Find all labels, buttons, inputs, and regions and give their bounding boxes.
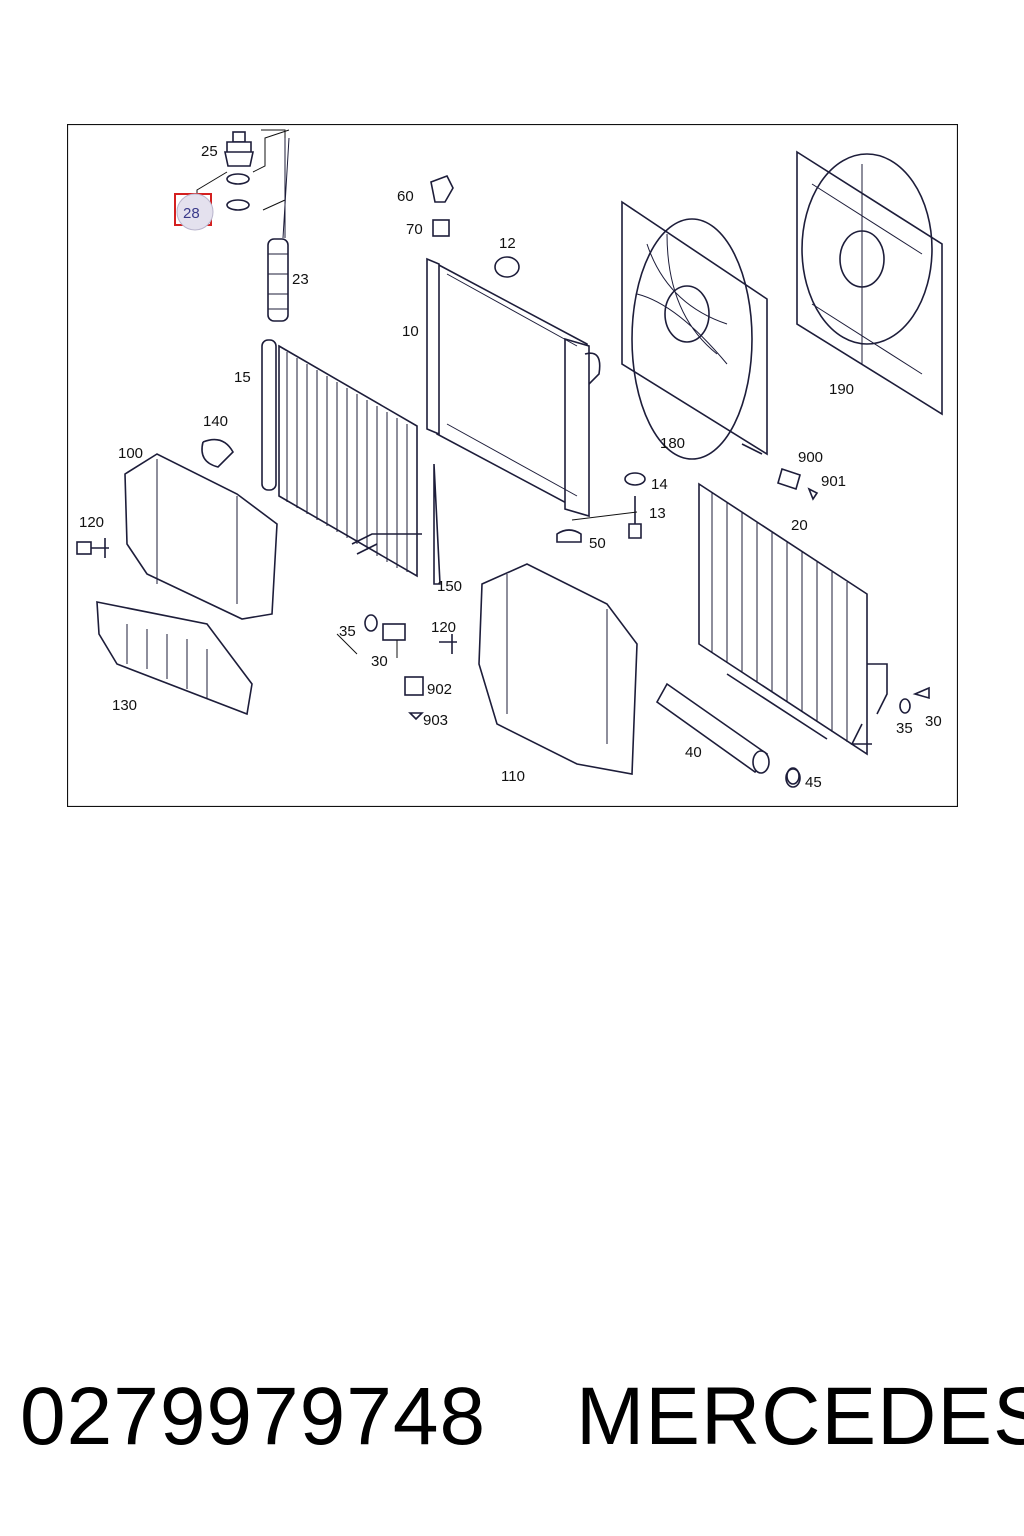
callout-40: 40 (685, 744, 702, 761)
condenser-15 (261, 339, 422, 578)
condenser-20 (698, 482, 888, 756)
callout-180: 180 (660, 435, 685, 452)
callout-12: 12 (499, 235, 516, 252)
callout-60: 60 (397, 188, 414, 205)
highlighted-callout-28[interactable]: 28 (174, 193, 214, 231)
callout-100: 100 (118, 445, 143, 462)
callout-140: 140 (203, 413, 228, 430)
callout-30-right: 30 (925, 713, 942, 730)
callout-23: 23 (292, 271, 309, 288)
callout-900: 900 (798, 449, 823, 466)
parts-diagram: 28 (67, 124, 958, 807)
callout-30-left: 30 (371, 653, 388, 670)
brand-name: MERCEDES (576, 1371, 1024, 1462)
callout-110: 110 (501, 768, 525, 785)
receiver-drier-assembly (196, 129, 290, 322)
callout-902: 902 (427, 681, 452, 698)
part-caption: 0279979748 MERCEDES (20, 1370, 1024, 1470)
highlight-marker (176, 193, 214, 231)
callout-901: 901 (821, 473, 846, 490)
small-components (76, 438, 930, 785)
drier-40 (655, 673, 828, 788)
callout-70: 70 (406, 221, 423, 238)
air-guide-100 (124, 453, 278, 620)
callout-150: 150 (437, 578, 462, 595)
callout-15: 15 (234, 369, 251, 386)
callout-28: 28 (183, 205, 200, 222)
exploded-view-drawing: 28 (67, 124, 958, 807)
callout-45: 45 (805, 774, 822, 791)
air-duct-130 (96, 601, 253, 716)
callout-35-left: 35 (339, 623, 356, 640)
air-guide-110 (478, 563, 638, 775)
radiator-10 (426, 174, 601, 585)
fan-shroud-190 (796, 150, 943, 416)
callout-120-left: 120 (79, 514, 104, 531)
callout-labels: 25 23 60 70 12 10 15 140 100 120 130 150… (79, 143, 942, 791)
callout-25: 25 (201, 143, 218, 160)
callout-903: 903 (423, 712, 448, 729)
callout-120-center: 120 (431, 619, 456, 636)
callout-35-right: 35 (896, 720, 913, 737)
callout-10: 10 (402, 323, 419, 340)
part-number: 0279979748 (20, 1371, 487, 1462)
callout-20: 20 (791, 517, 808, 534)
callout-190: 190 (829, 381, 854, 398)
callout-50: 50 (589, 535, 606, 552)
fan-shroud-180 (621, 200, 768, 460)
callout-14: 14 (651, 476, 668, 493)
callout-130: 130 (112, 697, 137, 714)
callout-13: 13 (649, 505, 666, 522)
